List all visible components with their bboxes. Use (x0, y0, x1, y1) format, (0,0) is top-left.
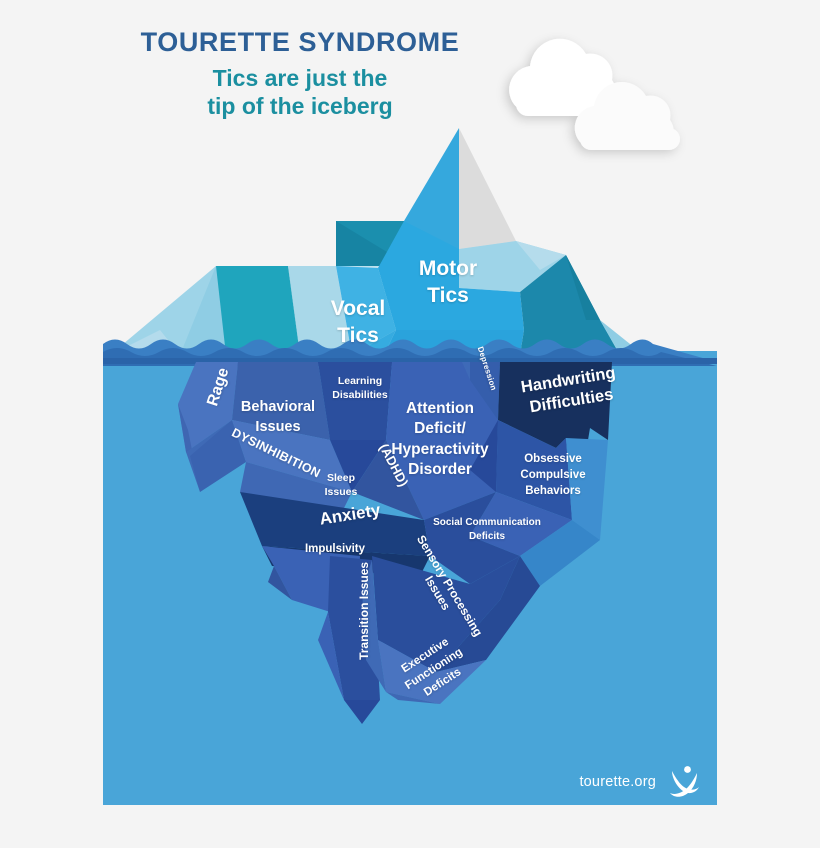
subtitle-line-2: tip of the iceberg (207, 93, 393, 120)
waterline-waves (103, 339, 717, 366)
tourette-association-person-logo (670, 766, 699, 797)
header: TOURETTE SYNDROME Tics are just the tip … (0, 27, 600, 122)
subtitle-line-1: Tics are just the (212, 64, 388, 91)
cloud-icon (574, 81, 680, 150)
iceberg-below-water (178, 362, 612, 724)
page-subtitle: Tics are just the tip of the iceberg (0, 64, 600, 122)
cloud-group (509, 38, 680, 150)
footer: tourette.org (540, 762, 700, 802)
website-url[interactable]: tourette.org (579, 774, 656, 790)
page-title: TOURETTE SYNDROME (140, 27, 460, 57)
iceberg-above-water (110, 128, 640, 355)
